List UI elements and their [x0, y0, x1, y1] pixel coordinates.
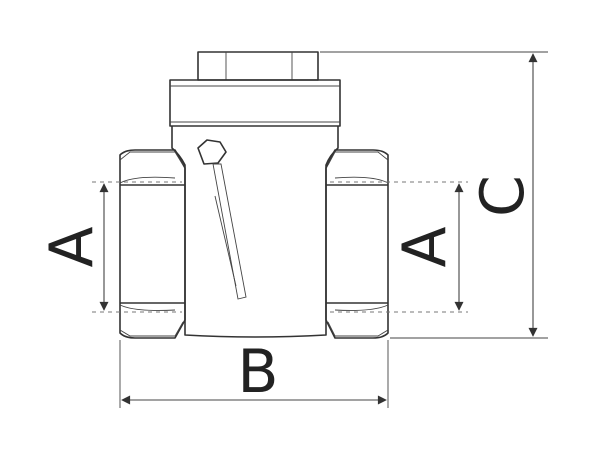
bonnet	[169, 79, 341, 127]
valve-body	[169, 51, 341, 338]
central-body	[171, 126, 339, 338]
top-cap	[197, 51, 319, 81]
dimension-b-label: B	[237, 337, 278, 407]
extension-lines	[119, 51, 548, 408]
dimension-c-label: C	[468, 175, 538, 217]
dimension-a-right-label: A	[390, 226, 460, 267]
flap-arm	[212, 163, 247, 300]
flap-nut	[197, 139, 227, 165]
dimension-a-left-label: A	[37, 226, 107, 267]
left-hex-end	[119, 149, 186, 339]
right-hex-end	[325, 149, 389, 339]
hidden-bore-lines	[92, 181, 468, 313]
